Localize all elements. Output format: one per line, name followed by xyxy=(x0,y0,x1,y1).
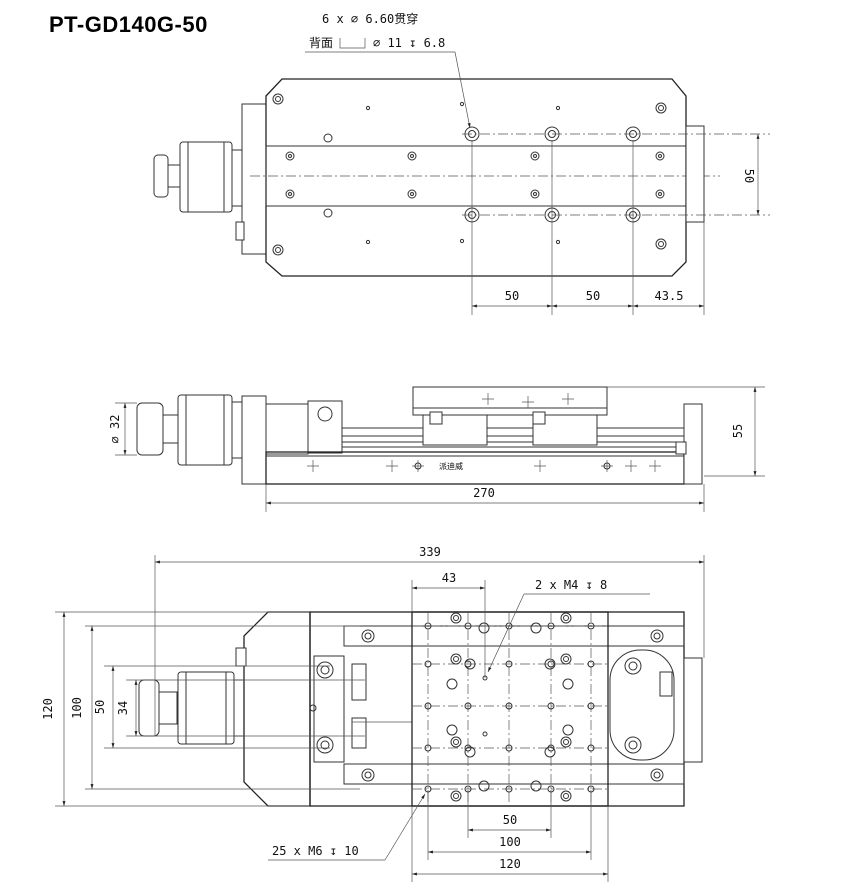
bottom-thread-callout-top: 2 x M4 ↧ 8 xyxy=(535,578,607,592)
top-dim-spacing-2: 50 xyxy=(586,289,600,303)
bottom-view: 339 43 2 x M4 ↧ 8 25 x M6 ↧ 10 120 100 5… xyxy=(41,545,705,882)
bottom-dim-left-50: 50 xyxy=(93,700,107,714)
bottom-dim-left-100: 100 xyxy=(70,697,84,719)
bottom-dim-120: 120 xyxy=(499,857,521,871)
bottom-dim-left-120: 120 xyxy=(41,698,55,720)
top-view: 50 50 43.5 50 6 x ⌀ 6.60贯穿 背面 ⌀ 11 ↧ 6.8 xyxy=(153,11,770,315)
drawing-title: PT-GD140G-50 xyxy=(49,12,208,37)
side-view: 派迪威 270 55 ⌀ 32 xyxy=(108,386,765,512)
bottom-dim-overall-length: 339 xyxy=(419,545,441,559)
top-dim-edge: 43.5 xyxy=(655,289,684,303)
bottom-thread-callout-bottom: 25 x M6 ↧ 10 xyxy=(272,844,359,858)
top-dim-spacing-1: 50 xyxy=(505,289,519,303)
top-hole-callout-suffix: ⌀ 11 ↧ 6.8 xyxy=(373,36,445,50)
bottom-dim-left-34: 34 xyxy=(116,701,130,715)
side-dim-length: 270 xyxy=(473,486,495,500)
bottom-dim-50: 50 xyxy=(503,813,517,827)
side-dim-height: 55 xyxy=(731,424,745,438)
top-hole-callout-prefix: 背面 xyxy=(309,36,333,50)
bottom-dim-100: 100 xyxy=(499,835,521,849)
bottom-dim-offset: 43 xyxy=(442,571,456,585)
side-brand-text: 派迪威 xyxy=(439,461,463,471)
top-dim-height: 50 xyxy=(742,169,756,183)
side-dim-diameter: ⌀ 32 xyxy=(108,415,122,444)
top-hole-callout-line1: 6 x ⌀ 6.60贯穿 xyxy=(322,11,418,26)
